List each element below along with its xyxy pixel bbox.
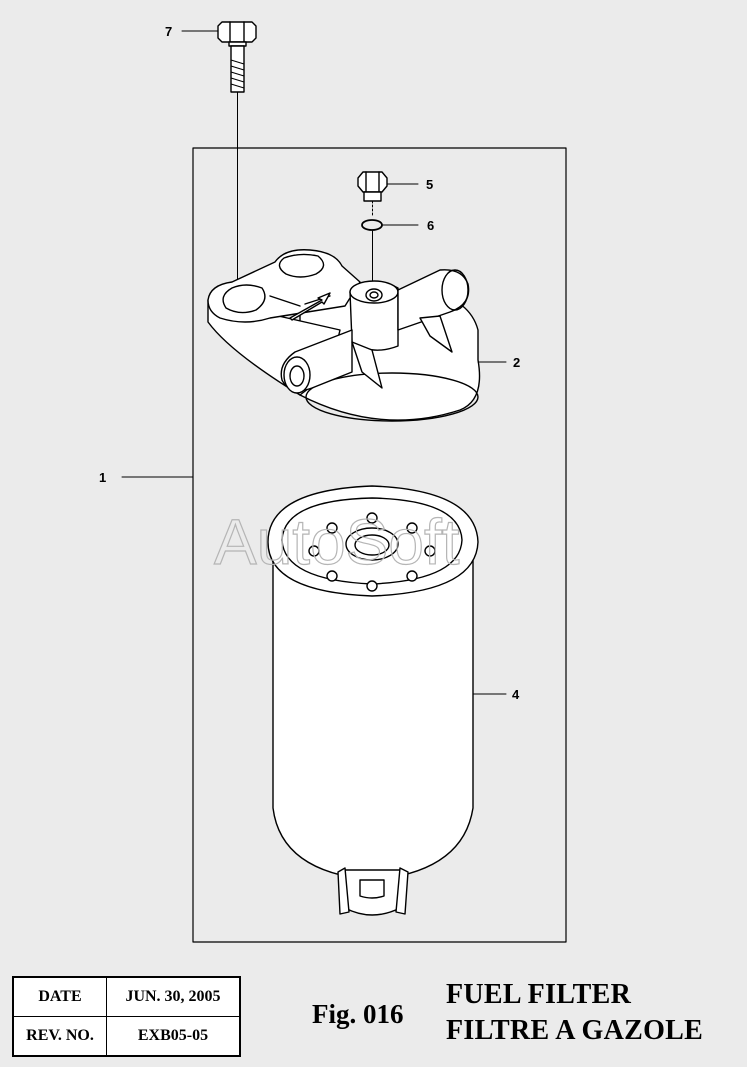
rev-value: EXB05-05 [106, 1016, 241, 1057]
bleed-screw-part [357, 171, 419, 216]
o-ring-part [361, 219, 419, 285]
bolt-part [217, 21, 257, 289]
title-english: FUEL FILTER [446, 979, 632, 1010]
watermark: AutoSoft [214, 506, 460, 578]
date-label: DATE [12, 976, 107, 1017]
callout-4: 4 [512, 687, 520, 702]
callout-5: 5 [426, 177, 433, 192]
filter-head-part [207, 249, 507, 422]
rev-label: REV. NO. [12, 1016, 107, 1057]
callout-6: 6 [427, 218, 434, 233]
date-value: JUN. 30, 2005 [106, 976, 241, 1017]
callout-7: 7 [165, 24, 172, 39]
revision-table: DATE JUN. 30, 2005 REV. NO. EXB05-05 [12, 976, 241, 1057]
filter-cartridge-part [267, 485, 507, 916]
assembly-frame [192, 147, 567, 943]
callout-2: 2 [513, 355, 520, 370]
title-french: FILTRE A GAZOLE [446, 1015, 704, 1046]
figure-number: Fig. 016 [312, 999, 404, 1029]
callout-1: 1 [99, 470, 106, 485]
